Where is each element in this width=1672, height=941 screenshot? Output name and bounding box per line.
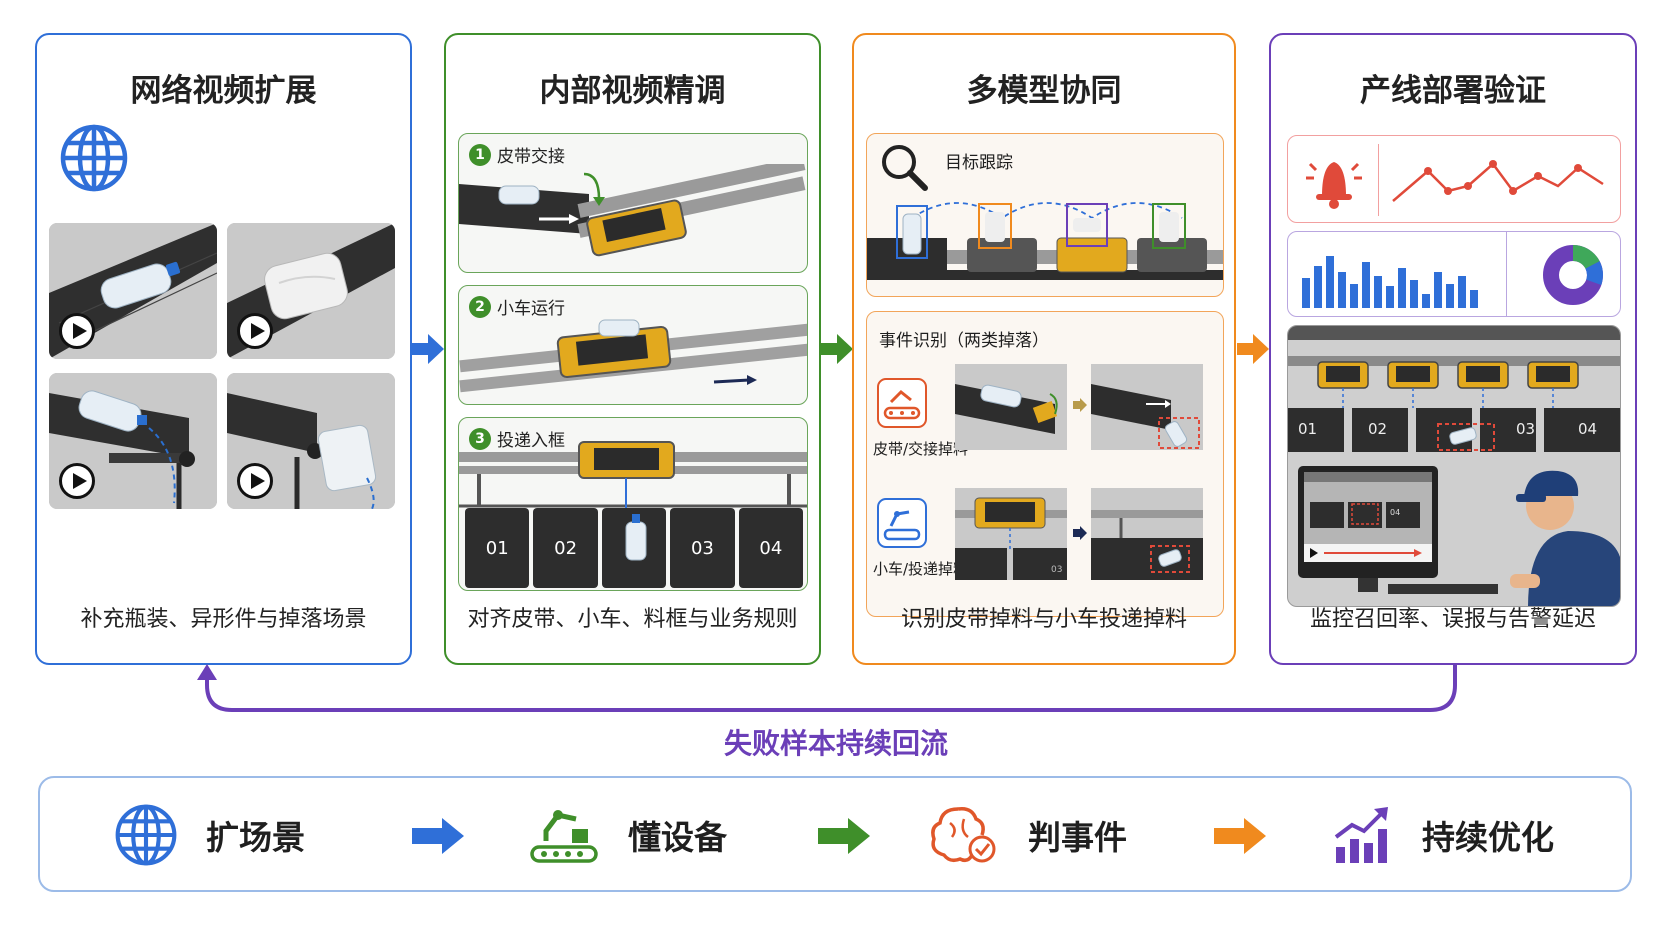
arrow-right-icon bbox=[818, 818, 870, 854]
arrow-right-icon bbox=[1237, 334, 1269, 364]
tracking-card: 目标跟踪 bbox=[866, 133, 1224, 297]
event2-frame-a: 03 bbox=[955, 488, 1067, 580]
summary-label: 持续优化 bbox=[1422, 818, 1554, 857]
arrow-right-icon bbox=[1073, 526, 1087, 540]
step-label: 投递入框 bbox=[497, 431, 565, 451]
panel-title: 内部视频精调 bbox=[539, 73, 726, 109]
summary-label: 懂设备 bbox=[628, 818, 727, 857]
deployment-scene: 01 02 03 04 04 bbox=[1287, 325, 1621, 607]
panel-production-deployment: 产线部署验证 bbox=[1269, 33, 1637, 665]
summary-bar: 扩场景 懂设备 判事件 持续优化 bbox=[38, 776, 1632, 892]
step-number: 2 bbox=[469, 295, 491, 318]
play-button[interactable] bbox=[59, 313, 95, 349]
bin: 01 bbox=[465, 508, 530, 588]
tracking-label: 目标跟踪 bbox=[945, 153, 1013, 173]
panel-title: 产线部署验证 bbox=[1360, 73, 1546, 109]
bin-row: 01 02 03 04 bbox=[465, 508, 804, 588]
panel-internal-video-finetune: 内部视频精调 1 皮带交接 2 小车运行 3 投递入框 bbox=[444, 33, 821, 665]
arrow-right-icon bbox=[412, 334, 444, 364]
summary-item-understand: 懂设备 bbox=[528, 798, 727, 872]
panel-title: 多模型协同 bbox=[966, 73, 1122, 109]
search-icon bbox=[882, 145, 928, 191]
small-bin-label: 03 bbox=[1051, 565, 1062, 575]
event-label: 事件识别（两类掉落） bbox=[879, 331, 1049, 351]
arrow-right-icon bbox=[1214, 818, 1266, 854]
step-label: 小车运行 bbox=[497, 299, 565, 319]
summary-item-expand: 扩场景 bbox=[114, 798, 305, 872]
alert-trend-card bbox=[1287, 135, 1621, 223]
step-label: 皮带交接 bbox=[497, 147, 565, 167]
bin: 03 bbox=[670, 508, 735, 588]
step-number: 1 bbox=[469, 143, 491, 166]
panel-title: 网络视频扩展 bbox=[130, 73, 317, 109]
bin: 04 bbox=[738, 508, 804, 588]
play-button[interactable] bbox=[237, 313, 273, 349]
summary-item-optimize: 持续优化 bbox=[1330, 798, 1554, 872]
conveyor-robot-icon bbox=[877, 378, 927, 428]
play-button[interactable] bbox=[59, 463, 95, 499]
arrow-right-icon bbox=[1073, 398, 1087, 412]
panel-footer: 识别皮带掉料与小车投递掉料 bbox=[900, 607, 1187, 632]
step-card-deliver-to-bin: 3 投递入框 01 02 03 04 bbox=[458, 417, 808, 591]
growth-chart-icon bbox=[1334, 807, 1388, 863]
bin: 02 bbox=[533, 508, 598, 588]
event2-label: 小车/投递掉料 bbox=[873, 560, 969, 578]
bin-with-bottle bbox=[601, 508, 667, 588]
event-recognition-card: 事件识别（两类掉落） 皮带/交接掉料 bbox=[866, 311, 1224, 617]
alarm-bell-icon bbox=[1306, 162, 1362, 209]
panel-footer: 对齐皮带、小车、料框与业务规则 bbox=[467, 607, 798, 632]
summary-item-judge: 判事件 bbox=[928, 798, 1127, 872]
play-button[interactable] bbox=[237, 463, 273, 499]
donut-chart bbox=[1543, 245, 1603, 305]
video-thumbnail-bottle-drop[interactable] bbox=[49, 373, 217, 509]
brain-check-icon bbox=[931, 806, 996, 863]
step-card-belt-handoff: 1 皮带交接 bbox=[458, 133, 808, 273]
robot-arm-conveyor-icon bbox=[530, 810, 598, 863]
summary-label: 判事件 bbox=[1028, 818, 1127, 857]
event1-frame-b bbox=[1091, 364, 1203, 450]
panel-web-video-expansion: 网络视频扩展 bbox=[35, 33, 412, 665]
panel-footer: 补充瓶装、异形件与掉落场景 bbox=[80, 607, 367, 632]
event1-frame-a bbox=[955, 364, 1067, 450]
robot-arm-icon bbox=[877, 498, 927, 548]
step-card-cart-running: 2 小车运行 bbox=[458, 285, 808, 405]
summary-label: 扩场景 bbox=[206, 818, 305, 857]
stats-card bbox=[1287, 231, 1621, 317]
feedback-loop-arrow bbox=[197, 664, 1457, 712]
video-thumbnail-bottle[interactable] bbox=[49, 223, 217, 359]
step-number: 3 bbox=[469, 427, 491, 450]
monitor-bin-label: 04 bbox=[1390, 508, 1401, 517]
panel-footer: 监控召回率、误报与告警延迟 bbox=[1309, 607, 1596, 632]
bar-chart bbox=[1302, 256, 1478, 308]
arrow-right-icon bbox=[821, 334, 853, 364]
event2-frame-b bbox=[1091, 488, 1203, 580]
globe-icon bbox=[115, 804, 177, 866]
video-thumbnail-bag-drop[interactable] bbox=[227, 373, 395, 509]
video-thumbnail-bag[interactable] bbox=[227, 223, 395, 359]
globe-icon bbox=[60, 124, 128, 192]
panel-multi-model-collab: 多模型协同 目标跟踪 事件识别（两类掉落） bbox=[852, 33, 1236, 665]
trend-line-chart bbox=[1392, 160, 1604, 202]
feedback-loop-label: 失败样本持续回流 bbox=[723, 727, 948, 760]
arrow-right-icon bbox=[412, 818, 464, 854]
event1-label: 皮带/交接掉料 bbox=[873, 440, 969, 458]
